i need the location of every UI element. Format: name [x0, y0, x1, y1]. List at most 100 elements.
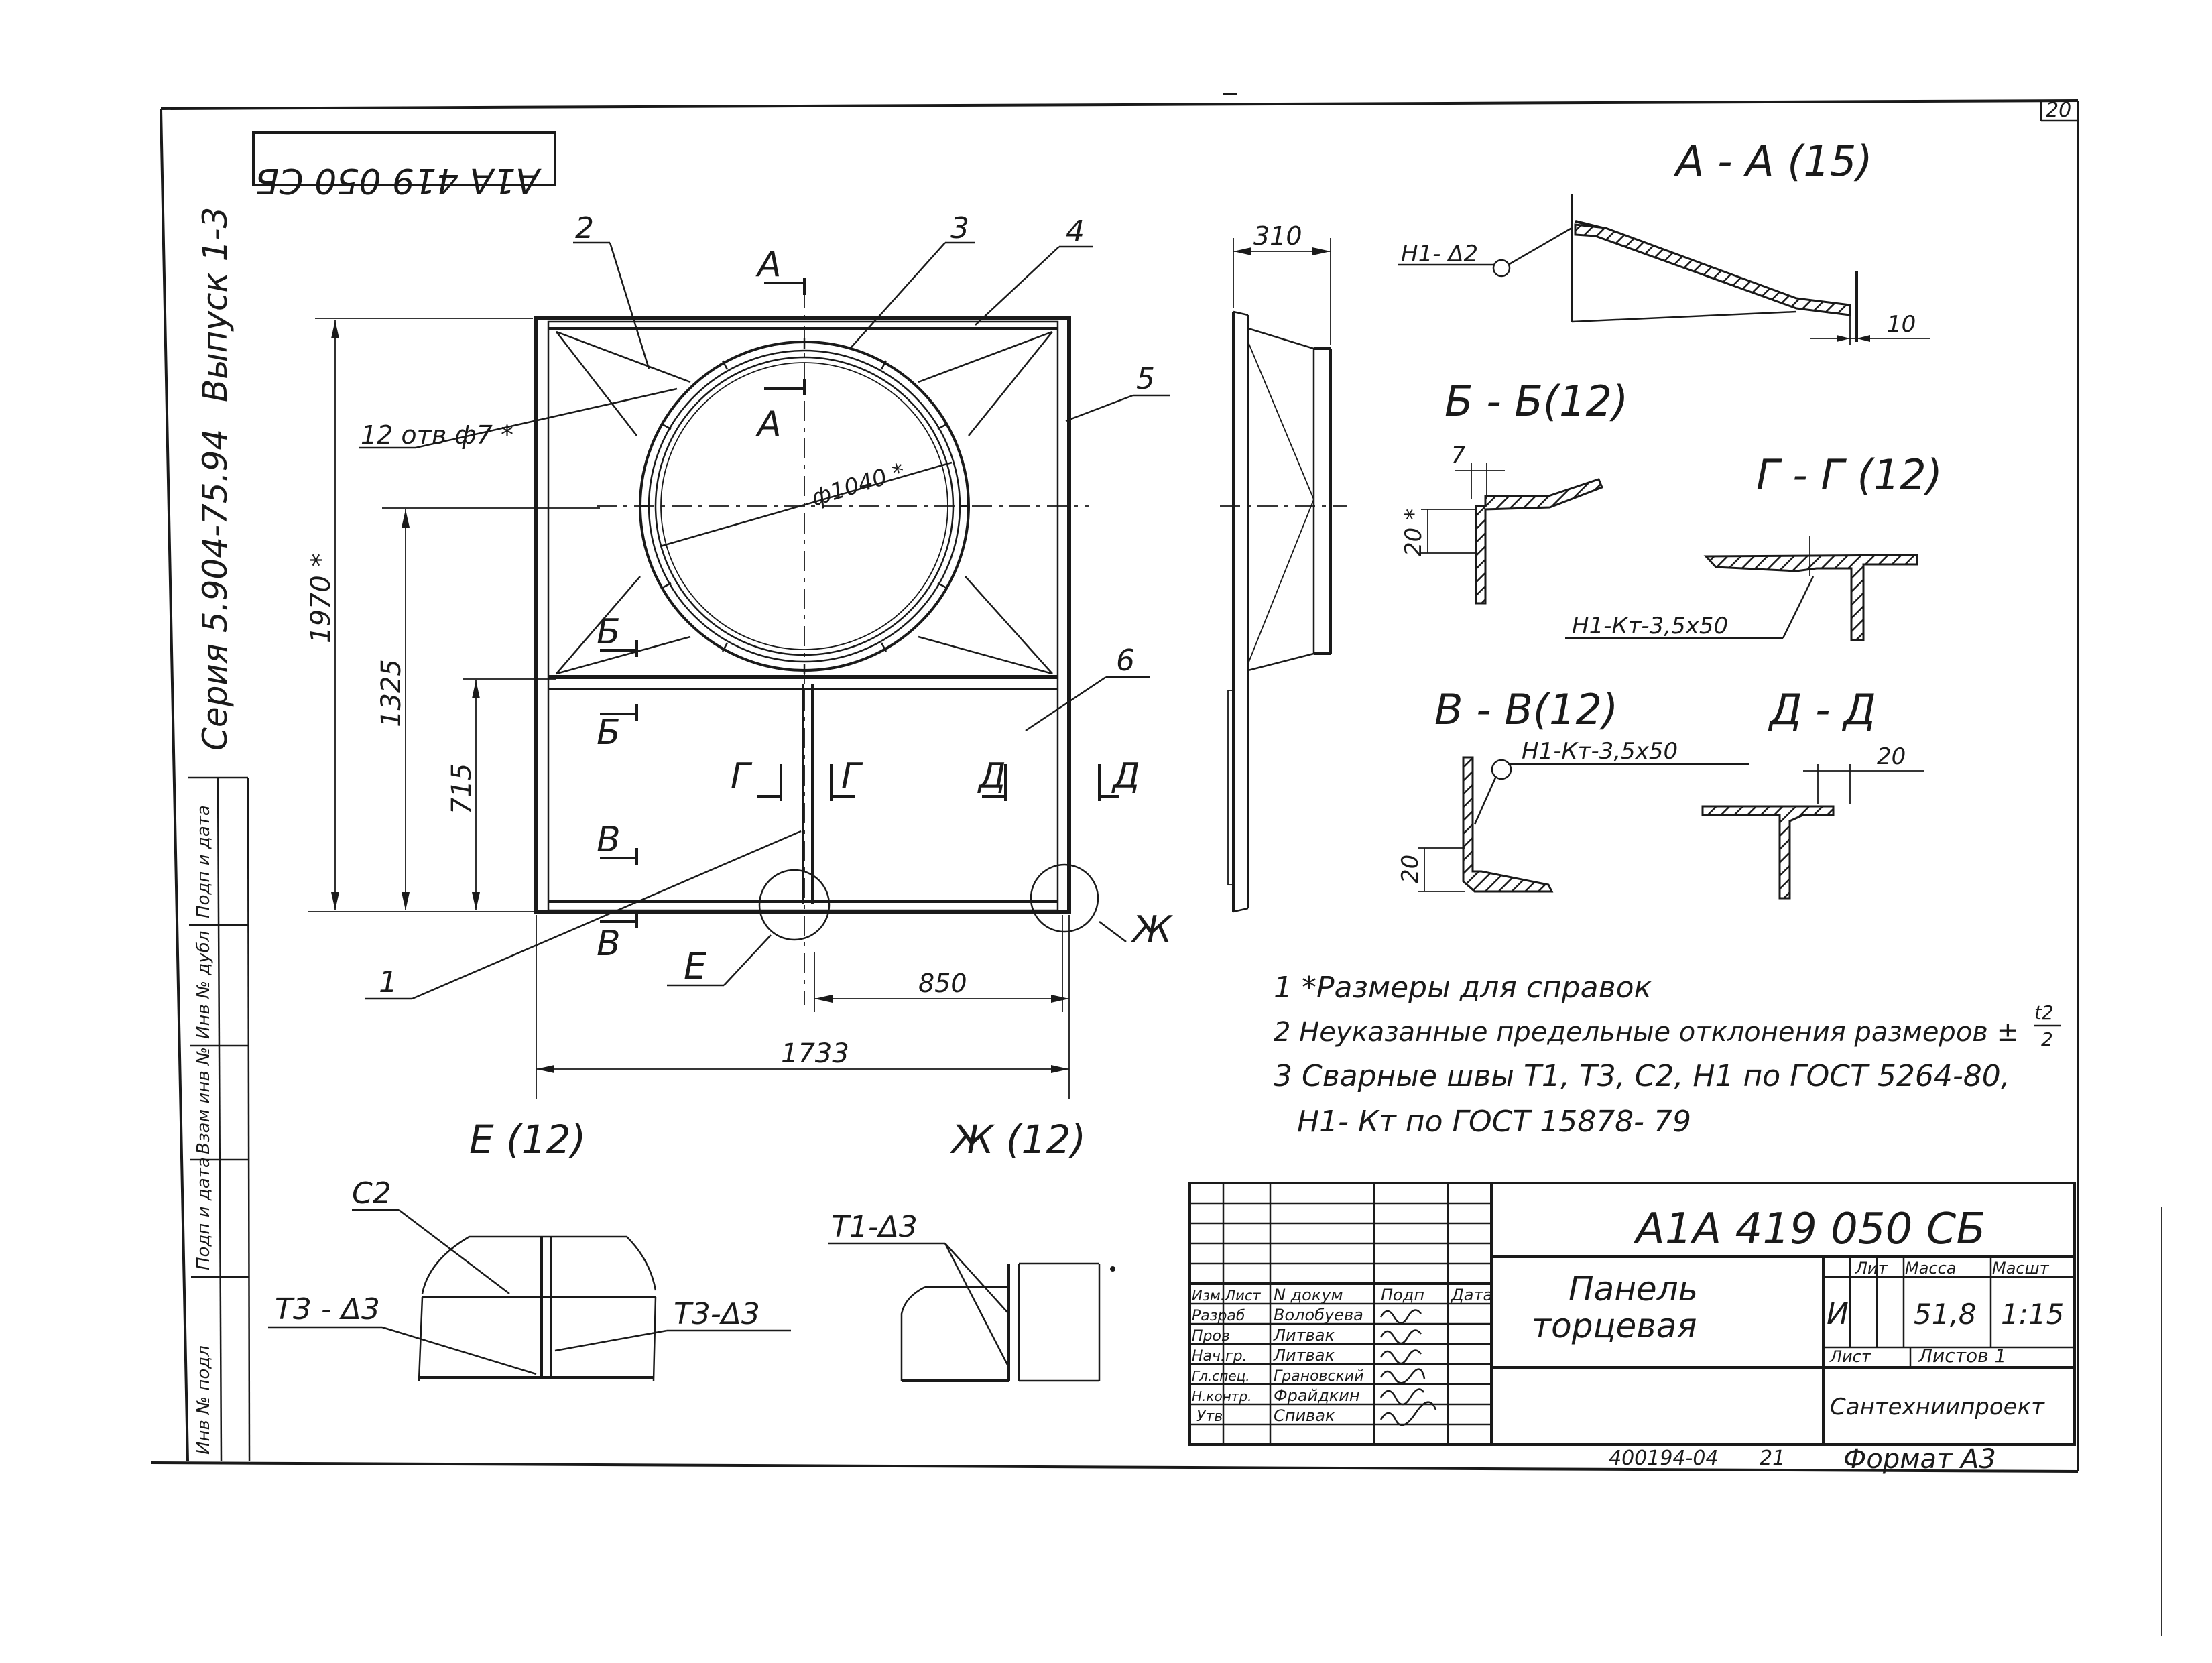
leader-3: 3	[950, 211, 969, 245]
tb-sheets-label: Листов 1	[1918, 1345, 2006, 1367]
cut-v-top: В	[597, 820, 621, 860]
tb-role-3: Гл.спец.	[1192, 1368, 1250, 1384]
dim-1325: 1325	[376, 659, 407, 727]
note-3: 3 Сварные швы Т1, Т3, С2, Н1 по ГОСТ 526…	[1274, 1059, 2010, 1093]
cut-a-bottom: А	[755, 404, 782, 444]
section-vv-title: В - В(12)	[1434, 685, 1618, 734]
dim-height: 1970 *	[306, 553, 336, 643]
tb-header-doc: N докум	[1274, 1286, 1343, 1304]
cut-g-right: Г	[841, 756, 863, 796]
detail-zh-title: Ж (12)	[950, 1117, 1086, 1162]
leader-6: 6	[1116, 643, 1135, 678]
tb-name-0: Волобуева	[1274, 1306, 1363, 1325]
cut-d-right: Д	[1111, 756, 1140, 796]
section-gg-title: Г - Г (12)	[1756, 450, 1943, 499]
title-name-line2: торцевая	[1532, 1306, 1697, 1345]
section-gg	[1565, 536, 1918, 641]
tb-organization: Сантехниипроект	[1830, 1394, 2045, 1420]
main-view-leaders	[359, 241, 1170, 1000]
section-cut-markers	[600, 278, 1119, 928]
callout-zh: Ж	[1131, 908, 1174, 950]
side-issue: Выпуск 1-3	[196, 207, 235, 402]
side-stamp-label-4: Инв № подл	[194, 1345, 214, 1455]
section-gg-weld: Н1-Кт-3,5х50	[1572, 613, 1728, 639]
note-2-fraction-num: t2	[2034, 1001, 2054, 1024]
tb-header-sign: Подп	[1381, 1286, 1424, 1304]
main-dimension-arrows	[331, 320, 1069, 1073]
dim-310: 310	[1253, 221, 1302, 251]
cut-a-top: А	[755, 245, 782, 285]
side-stamp-label-2: Взам инв №	[194, 1047, 214, 1154]
tb-name-1: Литвак	[1273, 1326, 1335, 1345]
section-aa	[1398, 194, 1930, 345]
detail-e-c2: С2	[352, 1176, 391, 1211]
tb-name-5: Спивак	[1274, 1406, 1335, 1425]
section-aa-weld: Н1- Δ2	[1401, 241, 1478, 267]
side-stamp-label-3: Подп и дата	[194, 1157, 214, 1270]
side-series: Серия 5.904-75.94	[196, 429, 235, 751]
stray-dot	[1110, 1266, 1115, 1272]
section-bb-dim-7: 7	[1451, 442, 1466, 469]
dim-850: 850	[918, 969, 967, 998]
holes-note: 12 отв ф7 *	[361, 420, 513, 450]
tb-archive-no: 400194-04	[1609, 1446, 1719, 1470]
side-stamp: Подп и дата Инв № дубл Взам инв № Подп и…	[188, 776, 251, 1462]
tb-header-izm: Изм.Лист	[1192, 1288, 1261, 1304]
note-4: Н1- Кт по ГОСТ 15878- 79	[1297, 1105, 1691, 1139]
tb-mass-value: 51,8	[1914, 1298, 1977, 1331]
tb-lit-value: И	[1827, 1297, 1849, 1331]
section-aa-dim: 10	[1887, 311, 1916, 338]
leader-4: 4	[1066, 214, 1085, 249]
rotated-designation: А1А 419 050 СБ	[255, 160, 542, 200]
side-stamp-label-1: Инв № дубл	[194, 931, 214, 1039]
tb-name-2: Литвак	[1273, 1346, 1335, 1365]
tb-role-5: Утв	[1196, 1408, 1223, 1425]
tb-header-date: Дата	[1451, 1286, 1493, 1304]
cut-b-bottom: Б	[597, 713, 621, 753]
tb-page-no: 21	[1760, 1446, 1785, 1470]
tb-mass-label: Масса	[1905, 1259, 1957, 1278]
sheet-frame	[150, 93, 2079, 1473]
section-dd	[1701, 764, 1924, 900]
section-aa-title: А - А (15)	[1673, 137, 1873, 186]
section-vv-dim: 20	[1397, 855, 1424, 883]
note-1: 1 *Размеры для справок	[1274, 971, 1652, 1005]
cut-b-top: Б	[597, 612, 621, 652]
note-2: 2 Неуказанные предельные отклонения разм…	[1274, 1017, 2019, 1048]
cut-v-bottom: В	[597, 924, 621, 964]
tb-name-3: Грановский	[1274, 1368, 1364, 1385]
section-bb-dim-20: 20 *	[1400, 509, 1427, 556]
section-vv	[1418, 756, 1749, 893]
tb-sheet-label: Лист	[1829, 1347, 1871, 1366]
leader-5: 5	[1136, 362, 1155, 396]
signatures	[1379, 1309, 1437, 1426]
tb-role-0: Разраб	[1192, 1308, 1245, 1325]
diameter-label: ф1040 *	[808, 458, 908, 511]
tb-role-1: Пров	[1192, 1328, 1230, 1345]
tb-name-4: Фрайдкин	[1274, 1386, 1360, 1405]
main-view	[534, 288, 1099, 1005]
tb-scale-value: 1:15	[2001, 1298, 2064, 1331]
cut-d-left: Д	[977, 756, 1006, 796]
section-bb	[1421, 463, 1603, 605]
sheet-number: 20	[2046, 99, 2071, 122]
cut-g-left: Г	[731, 756, 753, 796]
section-dd-title: Д - Д	[1768, 685, 1876, 734]
note-2-fraction-den: 2	[2041, 1028, 2053, 1050]
title-name-line1: Панель	[1569, 1270, 1698, 1308]
callout-e: Е	[684, 945, 707, 987]
detail-e-t3-left: Т3 - Δ3	[275, 1292, 380, 1327]
detail-zh	[828, 1242, 1101, 1382]
tb-scale-label: Масшт	[1992, 1259, 2050, 1278]
main-dimensions	[308, 318, 1070, 1099]
leader-2: 2	[575, 211, 594, 245]
tb-lit-label: Лит	[1855, 1259, 1888, 1278]
section-dd-dim: 20	[1877, 743, 1906, 770]
section-vv-weld: Н1-Кт-3,5х50	[1522, 738, 1678, 765]
section-bb-title: Б - Б(12)	[1445, 377, 1628, 426]
tb-format: Формат А3	[1843, 1444, 1996, 1475]
detail-e	[268, 1209, 791, 1381]
tb-role-2: Нач.гр.	[1192, 1348, 1247, 1365]
dim-1733: 1733	[781, 1038, 849, 1069]
